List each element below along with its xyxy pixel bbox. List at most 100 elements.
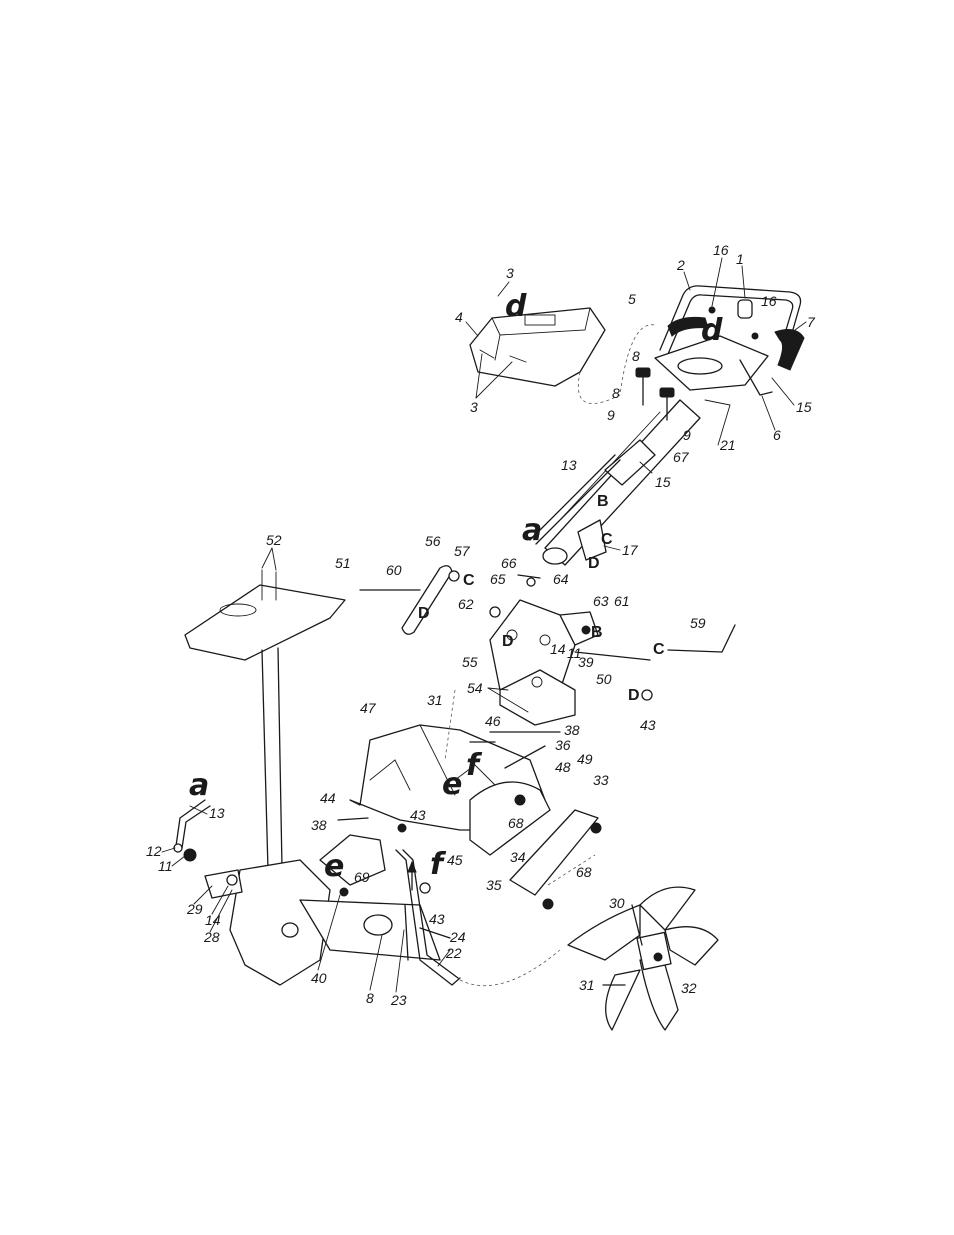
callout-36: 36 <box>555 737 571 753</box>
callout-57: 57 <box>454 543 471 559</box>
callout-56: 56 <box>425 533 441 549</box>
callout-66: 66 <box>501 555 517 571</box>
callout-50: 50 <box>596 671 612 687</box>
marker-a: a <box>189 768 209 803</box>
callout-40: 40 <box>311 970 327 986</box>
lever-59 <box>667 624 736 653</box>
marker-d: d <box>701 313 723 348</box>
callout-62: 62 <box>458 596 474 612</box>
callout-38: 38 <box>311 817 327 833</box>
letter-c: C <box>463 572 475 589</box>
callout-63: 63 <box>593 593 609 609</box>
marker-a: a <box>522 513 542 548</box>
callout-35: 35 <box>486 877 502 893</box>
callout-28: 28 <box>203 929 220 945</box>
callout-68: 68 <box>508 815 524 831</box>
leader-lines <box>161 257 807 993</box>
tine-shield <box>337 724 602 910</box>
callout-51: 51 <box>335 555 351 571</box>
assembly-markers: d d a a e f e f <box>189 289 723 884</box>
letter-c: C <box>653 641 665 658</box>
callout-8: 8 <box>366 990 374 1006</box>
marker-f: f <box>430 847 447 882</box>
letter-d: D <box>588 555 600 572</box>
transmission-frame <box>204 823 461 986</box>
callout-13: 13 <box>209 805 225 821</box>
callout-16: 16 <box>761 293 777 309</box>
callout-14: 14 <box>550 641 566 657</box>
callout-65: 65 <box>490 571 506 587</box>
callout-64: 64 <box>553 571 569 587</box>
callout-17: 17 <box>622 542 639 558</box>
handlebar-assembly <box>654 285 805 396</box>
letter-b: B <box>597 493 609 510</box>
callout-47: 47 <box>360 700 377 716</box>
callout-43: 43 <box>410 807 426 823</box>
callout-67: 67 <box>673 449 690 465</box>
callout-33: 33 <box>593 772 609 788</box>
callout-16: 16 <box>713 242 729 258</box>
marker-d: d <box>505 289 527 324</box>
nut-43 <box>641 689 653 701</box>
callout-38: 38 <box>564 722 580 738</box>
callout-52: 52 <box>266 532 282 548</box>
callout-7: 7 <box>807 314 816 330</box>
callout-60: 60 <box>386 562 402 578</box>
callout-9: 9 <box>683 427 691 443</box>
callout-43: 43 <box>640 717 656 733</box>
callout-54: 54 <box>467 680 483 696</box>
callout-31: 31 <box>579 977 595 993</box>
mounting-bracket <box>359 565 651 726</box>
callout-48: 48 <box>555 759 571 775</box>
tine-assembly <box>567 886 719 1031</box>
callout-15: 15 <box>655 474 671 490</box>
callout-49: 49 <box>577 751 593 767</box>
callout-11: 11 <box>567 645 582 661</box>
callout-46: 46 <box>485 713 501 729</box>
callout-4: 4 <box>455 309 463 325</box>
callout-59: 59 <box>690 615 706 631</box>
callout-12: 12 <box>146 843 162 859</box>
letter-d: D <box>418 605 430 622</box>
callout-30: 30 <box>609 895 625 911</box>
callout-29: 29 <box>186 901 203 917</box>
callout-69: 69 <box>354 869 370 885</box>
callout-55: 55 <box>462 654 478 670</box>
callout-68: 68 <box>576 864 592 880</box>
callout-43: 43 <box>429 911 445 927</box>
callout-3: 3 <box>506 265 514 281</box>
callout-45: 45 <box>447 852 463 868</box>
letter-d: D <box>628 687 640 704</box>
callout-44: 44 <box>320 790 336 806</box>
callout-15: 15 <box>796 399 812 415</box>
callout-61: 61 <box>614 593 630 609</box>
callout-9: 9 <box>607 407 615 423</box>
callout-31: 31 <box>427 692 443 708</box>
callout-5: 5 <box>628 291 636 307</box>
callout-1: 1 <box>736 251 744 267</box>
marker-e: e <box>324 849 344 884</box>
rod-13-lower <box>173 799 211 862</box>
marker-f: f <box>466 748 483 783</box>
guide-line-3 <box>459 949 561 987</box>
callout-24: 24 <box>449 929 466 945</box>
callout-32: 32 <box>681 980 697 996</box>
handle-tube <box>529 367 731 566</box>
engine-cover <box>469 307 606 387</box>
callout-23: 23 <box>390 992 407 1008</box>
letter-c: C <box>601 531 613 548</box>
callout-22: 22 <box>445 945 462 961</box>
callout-11: 11 <box>158 858 173 874</box>
callout-21: 21 <box>719 437 736 453</box>
callout-13: 13 <box>561 457 577 473</box>
assembly-guide-line <box>578 324 656 404</box>
callout-2: 2 <box>676 257 685 273</box>
depth-bar-plate <box>184 569 346 871</box>
callout-8: 8 <box>612 385 620 401</box>
letter-d: D <box>502 633 514 650</box>
marker-e: e <box>442 767 462 802</box>
callout-14: 14 <box>205 912 221 928</box>
callout-8: 8 <box>632 348 640 364</box>
callout-numbers: 1 2 16 16 5 7 15 6 3 4 3 8 8 9 9 21 67 1… <box>146 242 816 1008</box>
